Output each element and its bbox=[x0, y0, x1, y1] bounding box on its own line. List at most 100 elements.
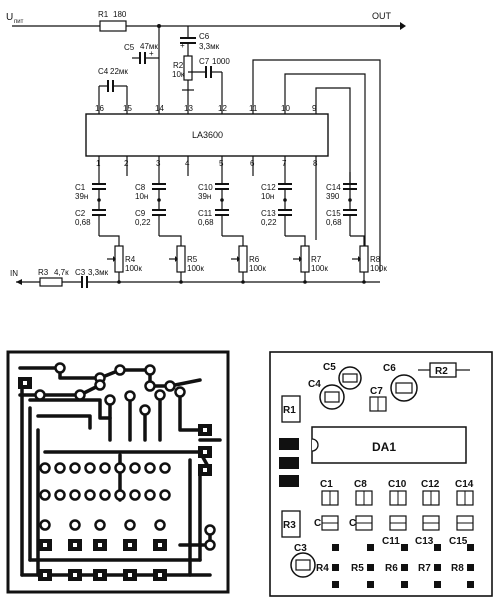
c7-ref: C7 bbox=[199, 57, 210, 66]
lay-cap-C10: C10 bbox=[388, 479, 407, 490]
cap-value-C13: 0,22 bbox=[261, 218, 277, 227]
pot-value-R4: 100к bbox=[125, 264, 142, 273]
pot-value-R5: 100к bbox=[187, 264, 204, 273]
cap-ref-C10: C10 bbox=[198, 183, 213, 192]
cap-ref-C14: C14 bbox=[326, 183, 341, 192]
ic-top-pin-16: 16 bbox=[95, 104, 104, 113]
lay-r3: R3 bbox=[283, 520, 296, 531]
cap-value-C9: 0,22 bbox=[135, 218, 151, 227]
pot-R6 bbox=[238, 245, 248, 273]
lay-c6: C6 bbox=[383, 363, 396, 374]
ic-bottom-pin-6: 6 bbox=[250, 159, 255, 168]
cap-ref-C1: C1 bbox=[75, 183, 86, 192]
cap-value-C8: 10н bbox=[135, 192, 148, 201]
r3-ref: R3 bbox=[38, 268, 49, 277]
cap-ref-C11: C11 bbox=[198, 209, 213, 218]
pot-ref-R5: R5 bbox=[187, 255, 198, 264]
r2-ref: R2 bbox=[173, 61, 184, 70]
lay-pot-R6: R6 bbox=[385, 563, 398, 574]
c5-ref: C5 bbox=[124, 43, 135, 52]
lay-cap-C11: C11 bbox=[382, 536, 400, 547]
cap-value-C1: 39н bbox=[75, 192, 88, 201]
ic-bottom-pin-3: 3 bbox=[156, 159, 161, 168]
svg-text:+: + bbox=[149, 49, 154, 58]
pot-ref-R4: R4 bbox=[125, 255, 136, 264]
r3-value: 4,7к bbox=[54, 268, 69, 277]
pot-value-R7: 100к bbox=[311, 264, 328, 273]
ic-bottom-pin-8: 8 bbox=[313, 159, 318, 168]
ic-top-pin-10: 10 bbox=[281, 104, 290, 113]
cap-ref-C15: C15 bbox=[326, 209, 341, 218]
ic-top-pin-14: 14 bbox=[155, 104, 164, 113]
ic-top-pin-9: 9 bbox=[312, 104, 317, 113]
cap-ref-C12: C12 bbox=[261, 183, 276, 192]
layout-pots: R4 R5 R6 R7 R8 bbox=[316, 544, 474, 588]
pot-R8 bbox=[359, 245, 369, 273]
r1-resistor bbox=[99, 20, 127, 32]
r3-resistor bbox=[39, 277, 63, 287]
lay-c2: C2 bbox=[314, 518, 327, 529]
lay-cap-C8: C8 bbox=[354, 479, 367, 490]
lay-da1: DA1 bbox=[372, 440, 396, 454]
ic-label: LA3600 bbox=[192, 130, 223, 140]
svg-text:+: + bbox=[180, 41, 185, 50]
ic-bottom-pin-4: 4 bbox=[185, 159, 190, 168]
c4-value: 22мк bbox=[110, 67, 128, 76]
cap-ref-C13: C13 bbox=[261, 209, 276, 218]
ic-la3600 bbox=[85, 113, 329, 157]
pot-R7 bbox=[300, 245, 310, 273]
pot-value-R8: 100к bbox=[370, 264, 387, 273]
pcb-pads bbox=[18, 362, 216, 581]
pot-R5 bbox=[176, 245, 186, 273]
supply-label-subscript: пит bbox=[14, 19, 24, 25]
ic-bottom-pin-5: 5 bbox=[219, 159, 224, 168]
ic-top-pin-11: 11 bbox=[249, 104, 258, 113]
c3-value: 3,3мк bbox=[88, 268, 109, 277]
lay-cap-C1: C1 bbox=[320, 479, 333, 490]
lay-c3: C3 bbox=[294, 543, 307, 554]
lay-cap-C12: C12 bbox=[421, 479, 440, 490]
ic-top-pin-13: 13 bbox=[184, 104, 193, 113]
pot-ref-R8: R8 bbox=[370, 255, 381, 264]
pot-ref-R7: R7 bbox=[311, 255, 322, 264]
pot-value-R6: 100к bbox=[249, 264, 266, 273]
schematic-diagram: U пит R1 180 OUT C5 47мк + C4 22мк + bbox=[6, 10, 406, 288]
lay-c7: C7 bbox=[370, 386, 383, 397]
lay-r2: R2 bbox=[435, 366, 448, 377]
lay-c5: C5 bbox=[323, 362, 336, 373]
pcb-trace-view bbox=[6, 350, 230, 594]
r2-resistor bbox=[183, 55, 193, 81]
c6-ref: C6 bbox=[199, 32, 210, 41]
lay-cap-C15: C15 bbox=[449, 536, 468, 547]
lay-pot-R4: R4 bbox=[316, 563, 329, 574]
out-label: OUT bbox=[372, 11, 392, 21]
cap-ref-C8: C8 bbox=[135, 183, 146, 192]
in-label: IN bbox=[10, 269, 18, 278]
lay-r1: R1 bbox=[283, 405, 296, 416]
ic-top-pin-15: 15 bbox=[123, 104, 132, 113]
r1-value: 180 bbox=[113, 10, 127, 19]
cap-value-C10: 39н bbox=[198, 192, 211, 201]
cap-columns: C139нC20,68R4100кC810нC90,22R5100кC1039н… bbox=[75, 172, 387, 284]
lay-cap-C13: C13 bbox=[415, 536, 434, 547]
component-layout-view: C5 C6 C4 C7 R2 R1 DA1 R3 bbox=[269, 351, 493, 597]
lay-pot-R8: R8 bbox=[451, 563, 464, 574]
c6-value: 3,3мк bbox=[199, 42, 220, 51]
r2-value: 10к bbox=[172, 70, 185, 79]
supply-label: U bbox=[6, 12, 13, 23]
pot-ref-R6: R6 bbox=[249, 255, 260, 264]
cap-ref-C9: C9 bbox=[135, 209, 146, 218]
cap-value-C11: 0,68 bbox=[198, 218, 214, 227]
pot-R4 bbox=[114, 245, 124, 273]
cap-ref-C2: C2 bbox=[75, 209, 86, 218]
c7-value: 1000 bbox=[212, 57, 230, 66]
lay-pot-R5: R5 bbox=[351, 563, 364, 574]
ic-top-pin-12: 12 bbox=[218, 104, 227, 113]
c5-value: 47мк bbox=[140, 42, 158, 51]
c3-ref: C3 bbox=[75, 268, 86, 277]
lay-pot-R7: R7 bbox=[418, 563, 431, 574]
ic-bottom-pin-1: 1 bbox=[96, 159, 101, 168]
